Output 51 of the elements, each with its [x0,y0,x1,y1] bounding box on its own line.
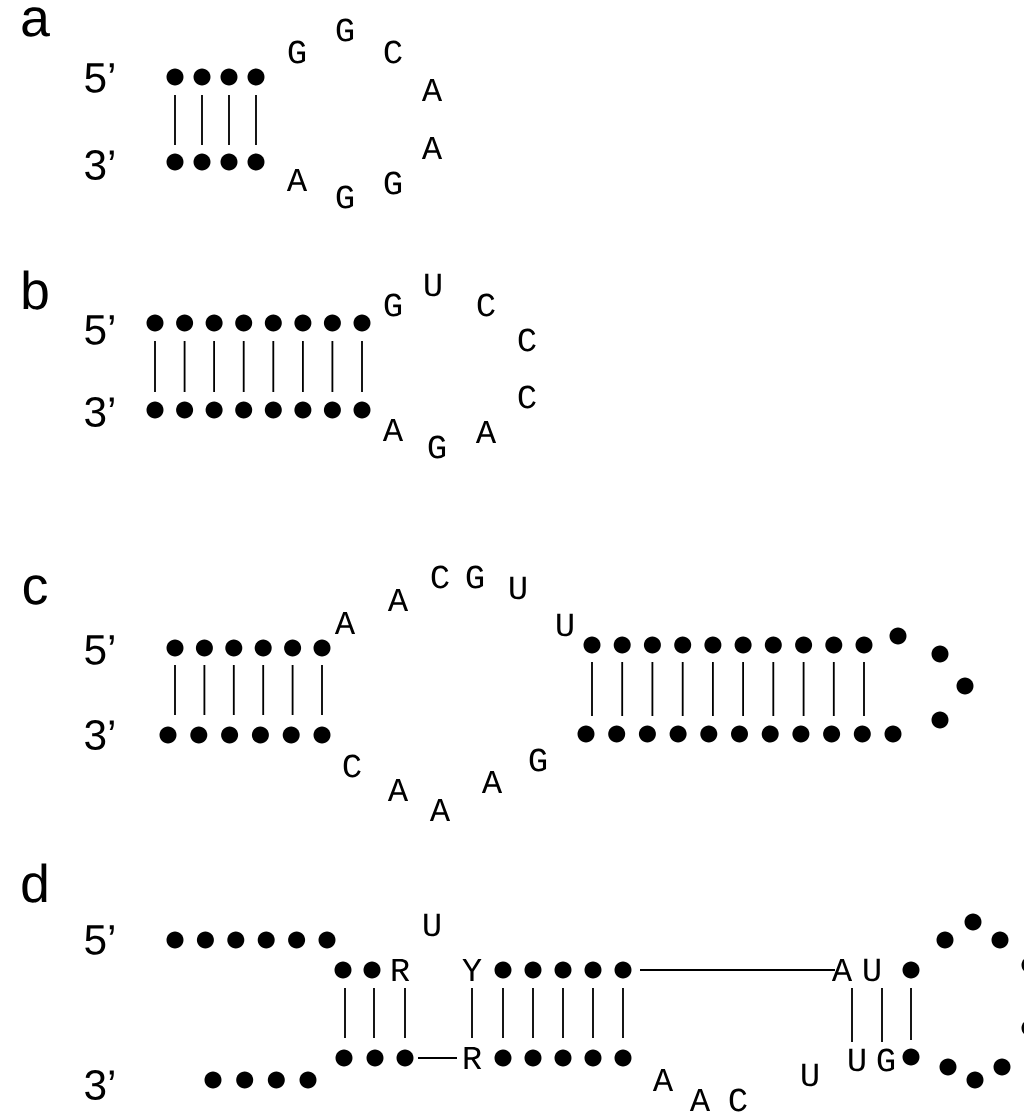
nucleotide-letter: C [518,328,536,352]
nucleotide-letter: Y [462,958,482,982]
nucleotide-letter: A [286,168,308,192]
nucleotide-letter: C [477,293,495,317]
nucleotide-letter: G [466,565,484,589]
nucleotide-letter: C [384,40,402,64]
nucleotide-letter: A [334,611,356,635]
nucleotide-letter: A [387,588,409,612]
panel-letter: d [22,863,47,903]
nucleotide-letter: A [475,420,497,444]
nucleotide-letter: A [831,958,853,982]
nucleotide-letter: A [421,78,443,102]
panel-letter: c [23,575,47,605]
nucleotide-letter: U [424,913,440,937]
nucleotide-letter: C [343,754,361,778]
strand-end-label: 5’ [85,925,114,955]
nucleotide-letter: G [428,435,446,459]
nucleotide-letter: G [336,18,354,42]
nucleotide-letter: G [877,1048,895,1072]
nucleotide-letter: G [384,171,402,195]
nucleotide-letter: C [518,385,536,409]
nucleotide-letter: A [429,798,451,822]
strand-end-label: 5’ [85,315,114,345]
strand-end-label: 5’ [85,635,114,665]
nucleotide-letter: U [864,958,880,982]
nucleotide-letter: U [425,273,441,297]
nucleotide-letter: R [392,958,410,982]
strand-end-label: 3’ [85,150,114,180]
strand-end-label: 3’ [85,397,114,427]
nucleotide-letter: A [689,1088,711,1112]
nucleotide-letter: A [481,770,503,794]
nucleotide-letter: A [382,418,404,442]
nucleotide-letter: U [802,1063,818,1087]
nucleotide-letter: A [652,1068,674,1092]
nucleotide-letter: G [288,40,306,64]
nucleotide-letter: U [510,576,526,600]
nucleotide-letter: A [387,778,409,802]
panel-letter: a [22,7,50,37]
nucleotide-letter: U [849,1048,865,1072]
nucleotide-letter: C [431,565,449,589]
nucleotide-letter: U [557,613,573,637]
strand-end-label: 3’ [85,1070,114,1100]
strand-end-label: 5’ [85,63,114,93]
nucleotide-letter: G [384,293,402,317]
nucleotide-letter: G [336,185,354,209]
nucleotide-letter: A [421,136,443,160]
panel-letter: b [23,270,48,310]
nucleotide-letter: R [464,1046,482,1070]
nucleotide-letter: C [729,1088,747,1112]
strand-end-label: 3’ [85,720,114,750]
nucleotide-letter: G [529,748,547,772]
